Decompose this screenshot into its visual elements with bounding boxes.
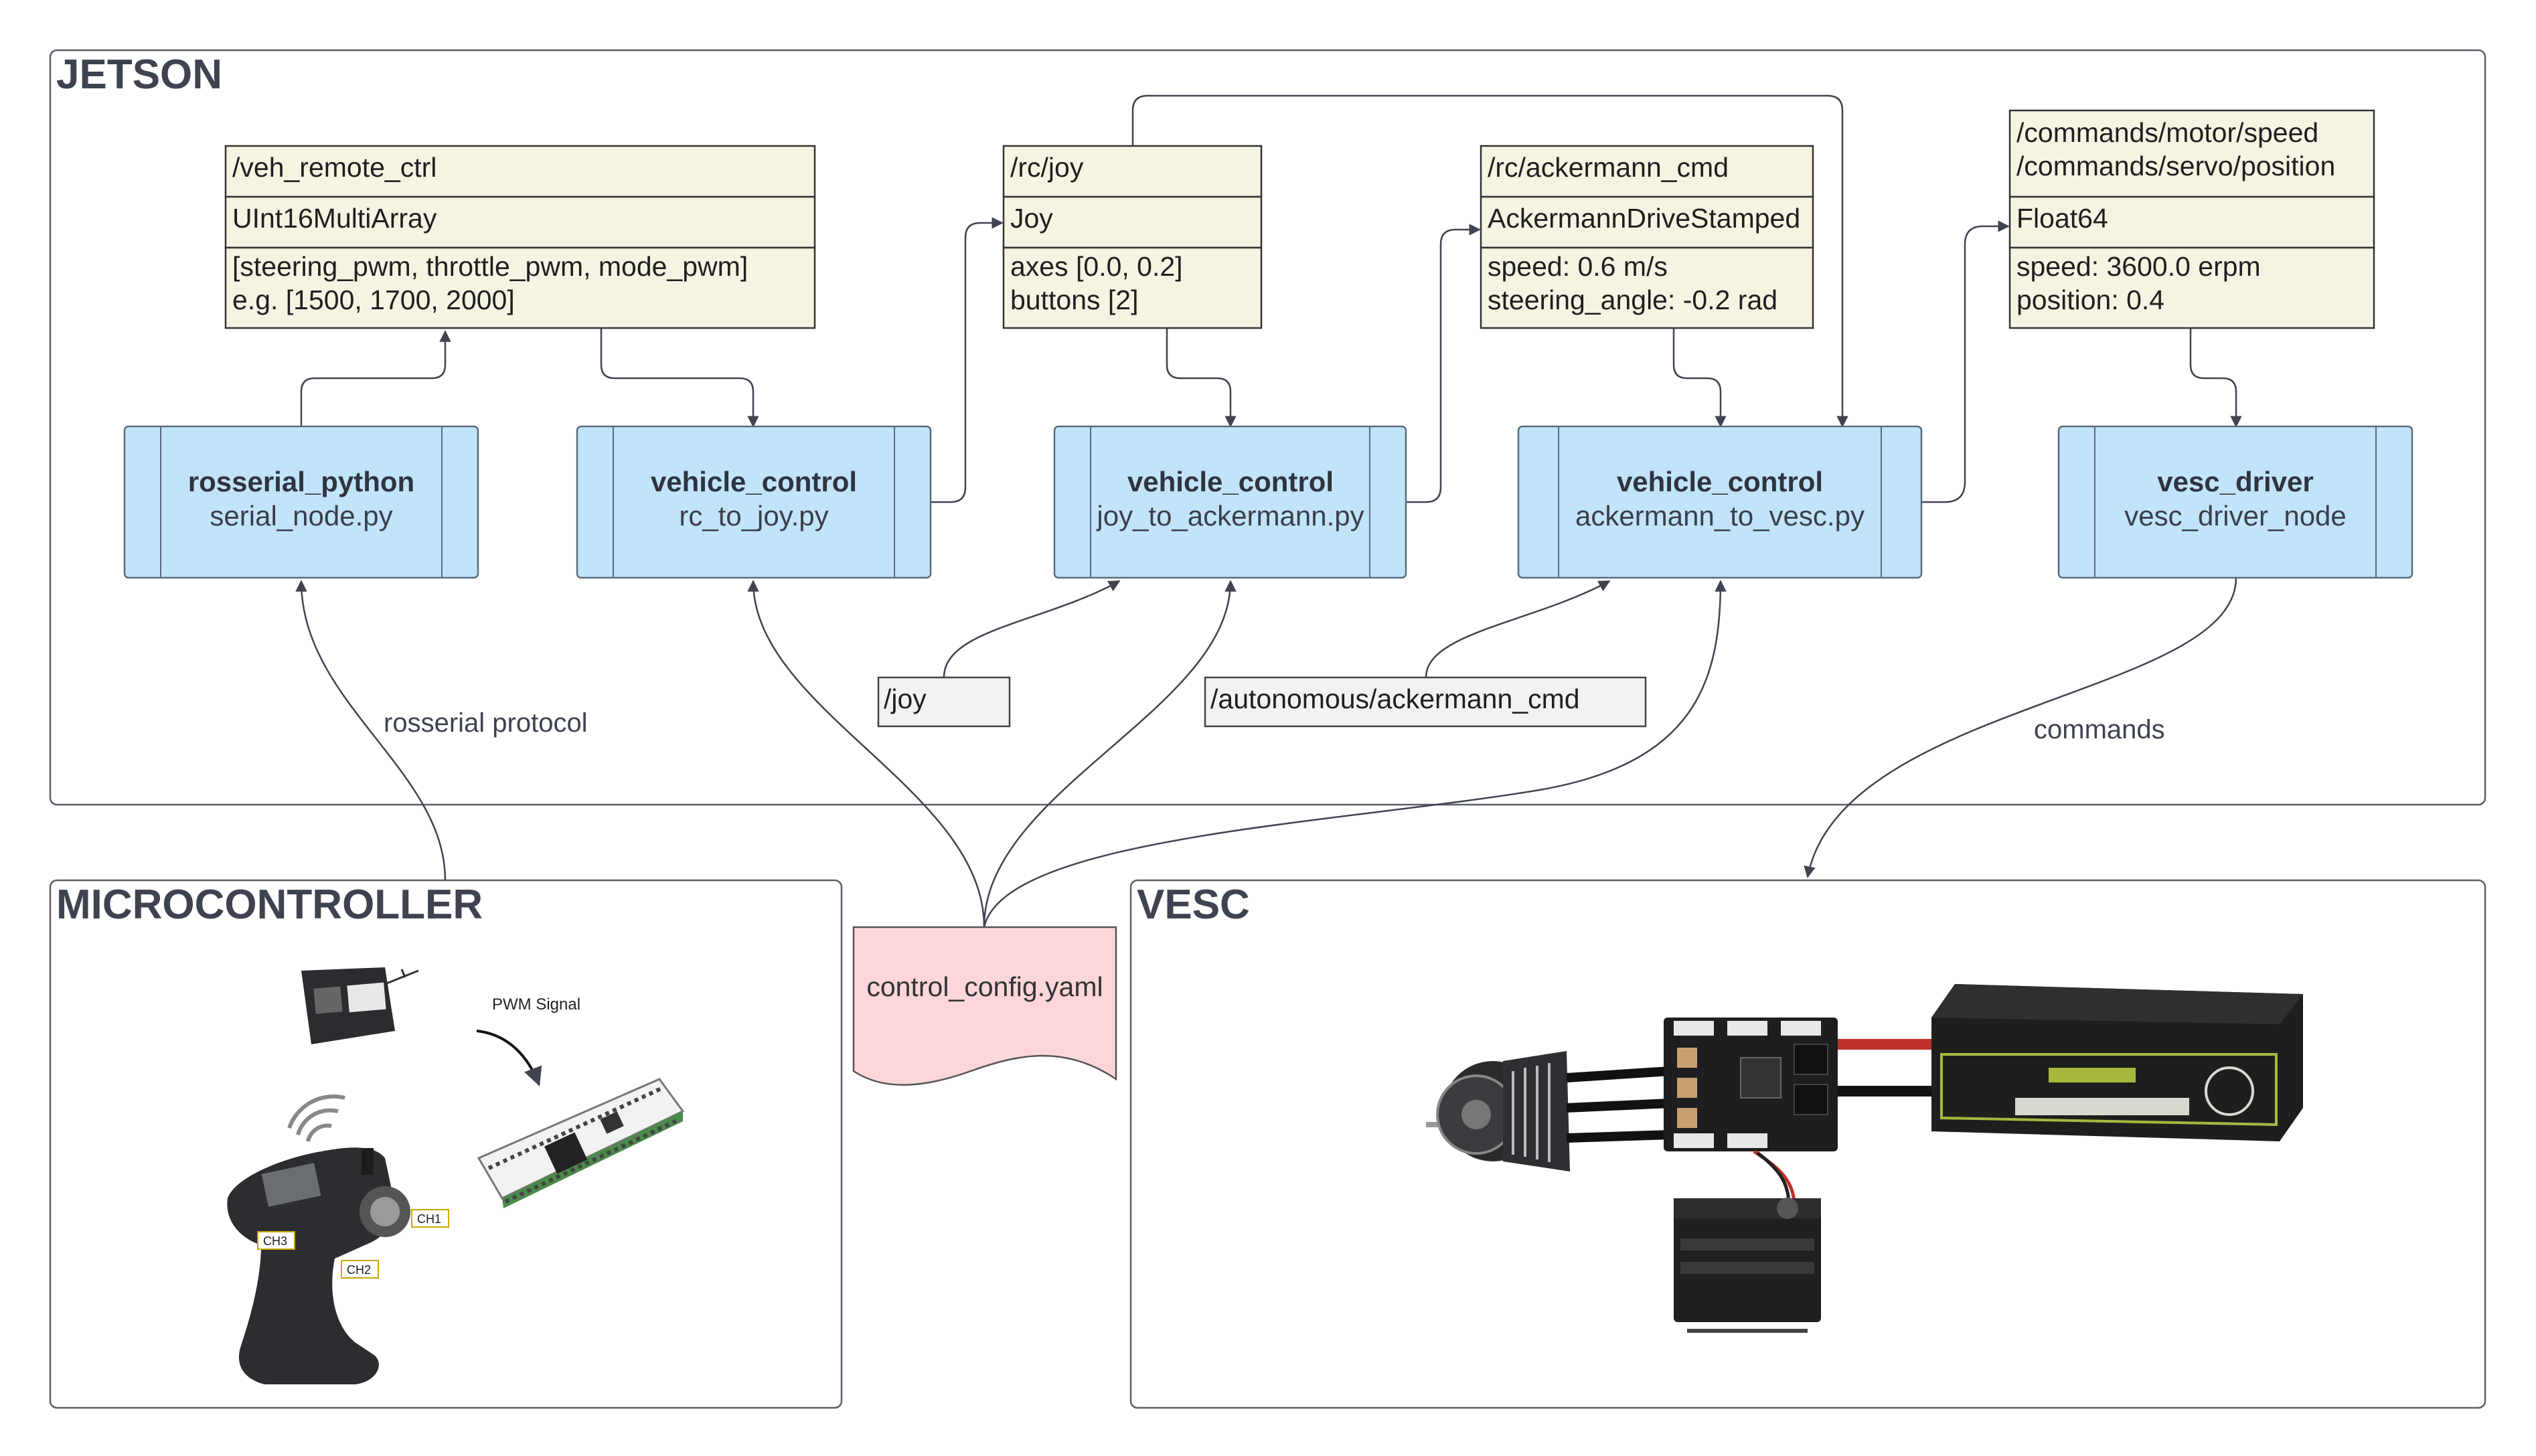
node-package: vesc_driver — [2157, 466, 2314, 497]
msg-field: speed: 3600.0 erpm — [2016, 251, 2261, 282]
node-rc-to-joy: vehicle_control rc_to_joy.py — [576, 425, 932, 579]
pwm-signal-label: PWM Signal — [492, 995, 580, 1014]
brushless-motor-icon — [1426, 1051, 1570, 1171]
edge-vesc-driver-to-vesc — [1804, 577, 2237, 878]
node-package: vehicle_control — [651, 466, 857, 497]
edge-joy-topic-to-joy-to-ack — [943, 580, 1121, 678]
node-file: ackermann_to_vesc.py — [1575, 500, 1865, 532]
edge-rcack-to-ack-to-vesc — [1672, 328, 1727, 428]
msg-example: e.g. [1500, 1700, 2000] — [232, 285, 515, 315]
svg-text:CH2: CH2 — [347, 1263, 371, 1277]
svg-text:CH3: CH3 — [263, 1234, 287, 1248]
node-file: vesc_driver_node — [2124, 500, 2347, 532]
node-package: vehicle_control — [1127, 466, 1334, 497]
edge-config-to-rc-to-joy — [747, 580, 985, 928]
edge-autonomous-to-ack-to-vesc — [1425, 580, 1611, 678]
node-vesc-driver: vesc_driver vesc_driver_node — [2057, 425, 2413, 579]
lipo-battery-icon — [1931, 984, 2303, 1141]
node-joy-to-ackermann: vehicle_control joy_to_ackermann.py — [1053, 425, 1407, 579]
edge-serial-to-veh — [300, 330, 451, 426]
node-file: joy_to_ackermann.py — [1095, 500, 1364, 532]
config-filename: control_config.yaml — [866, 971, 1103, 1002]
edges — [295, 94, 2242, 928]
topic-autonomous-ackermann-cmd: /autonomous/ackermann_cmd — [1204, 676, 1647, 728]
commands-label: commands — [2034, 715, 2165, 744]
motor-wires-icon — [1566, 1066, 1671, 1143]
msg-commands: /commands/motor/speed /commands/servo/po… — [2008, 109, 2375, 329]
servo-icon — [1674, 1198, 1821, 1333]
msg-topic: /rc/ackermann_cmd — [1488, 152, 1729, 183]
topic-joy: /joy — [877, 676, 1011, 728]
msg-field: axes [0.0, 0.2] — [1010, 251, 1183, 282]
edge-joy-to-ack-to-rcack — [1406, 224, 1481, 503]
msg-type: Float64 — [2016, 203, 2108, 234]
jetson-title: JETSON — [56, 52, 222, 98]
microcontroller-title: MICROCONTROLLER — [56, 882, 483, 928]
node-file: serial_node.py — [210, 500, 392, 532]
svg-text:CH1: CH1 — [417, 1212, 441, 1226]
msg-rc-joy: /rc/joy Joy axes [0.0, 0.2] buttons [2] — [1002, 145, 1263, 329]
msg-topic: /commands/motor/speed — [2016, 117, 2318, 148]
msg-topic: /veh_remote_ctrl — [232, 152, 437, 183]
edge-rc-to-joy-to-rcjoy — [931, 217, 1004, 503]
rosserial-protocol-label: rosserial protocol — [384, 708, 588, 738]
vesc-illustration — [1426, 984, 2303, 1333]
esc-board-icon — [1664, 1018, 1838, 1151]
edge-config-to-joy-to-ack — [983, 580, 1237, 928]
edge-rcjoy-to-joy-to-ack — [1166, 328, 1237, 428]
node-package: vehicle_control — [1617, 466, 1823, 497]
msg-field: buttons [2] — [1010, 285, 1138, 315]
edge-commands-to-vesc-driver — [2189, 328, 2242, 428]
microcontroller-region — [49, 879, 843, 1409]
msg-type: Joy — [1010, 203, 1053, 234]
vesc-title: VESC — [1137, 882, 1250, 928]
edge-config-to-ack-to-vesc — [983, 580, 1727, 928]
ch1-label: CH1 — [411, 1209, 449, 1228]
msg-field: speed: 0.6 m/s — [1488, 251, 1668, 282]
topic-label: /joy — [884, 683, 927, 714]
node-file: rc_to_joy.py — [679, 500, 828, 532]
msg-rc-ackermann-cmd: /rc/ackermann_cmd AckermannDriveStamped … — [1480, 145, 1814, 329]
rc-receiver-icon — [301, 967, 419, 1044]
wireless-signal-icon — [287, 1095, 345, 1142]
microcontroller-board-icon — [477, 1078, 685, 1208]
msg-topic: /commands/servo/position — [2016, 151, 2335, 181]
ch3-label: CH3 — [257, 1231, 295, 1250]
topic-label: /autonomous/ackermann_cmd — [1210, 683, 1580, 714]
msg-topic: /rc/joy — [1010, 152, 1084, 183]
edge-veh-to-rc-to-joy — [600, 328, 759, 428]
rc-transmitter-icon — [227, 1147, 410, 1384]
msg-field: steering_angle: -0.2 rad — [1488, 285, 1777, 315]
edge-mcu-to-serial — [295, 580, 447, 881]
microcontroller-illustration: PWM Signal CH1 — [227, 967, 685, 1384]
node-ackermann-to-vesc: vehicle_control ackermann_to_vesc.py — [1517, 425, 1923, 579]
msg-field: position: 0.4 — [2016, 285, 2164, 315]
msg-type: AckermannDriveStamped — [1488, 203, 1800, 234]
node-rosserial-python: rosserial_python serial_node.py — [123, 425, 479, 579]
node-package: rosserial_python — [188, 466, 414, 497]
ch2-label: CH2 — [341, 1260, 379, 1279]
msg-field: [steering_pwm, throttle_pwm, mode_pwm] — [232, 251, 748, 282]
edge-ack-to-vesc-to-commands — [1921, 220, 2010, 503]
msg-type: UInt16MultiArray — [232, 203, 437, 234]
edge-rcjoy-to-ack-to-vesc — [1131, 94, 1848, 428]
control-config-file: control_config.yaml — [852, 926, 1117, 1086]
msg-veh-remote-ctrl: /veh_remote_ctrl UInt16MultiArray [steer… — [224, 145, 816, 329]
